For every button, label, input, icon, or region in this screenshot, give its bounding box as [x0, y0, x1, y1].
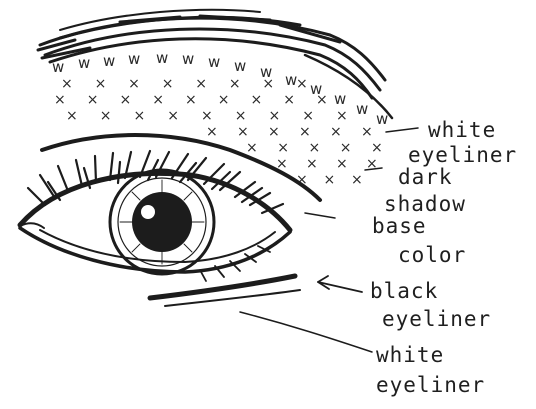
dark-shadow-mark: ×: [218, 92, 230, 108]
dark-shadow-mark: ×: [61, 76, 73, 92]
label-text: black: [370, 279, 438, 303]
black-eyeliner-stroke: [150, 276, 295, 298]
white-eyeliner-mark: w: [128, 50, 140, 68]
label-black-eyeliner: black eyeliner: [370, 279, 491, 331]
pointer-white-top: [386, 128, 418, 132]
pupil-highlight: [141, 205, 155, 219]
label-text: color: [398, 243, 466, 267]
label-base-color: base color: [372, 214, 466, 267]
label-text: base: [372, 214, 427, 238]
dark-shadow-mark: ×: [262, 76, 274, 92]
label-dark-shadow: dark shadow: [384, 165, 466, 216]
white-eyeliner-mark: w: [52, 58, 64, 76]
dark-shadow-mark: ×: [316, 92, 328, 108]
dark-shadow-mark: ×: [206, 124, 218, 140]
dark-shadow-mark: ×: [167, 108, 179, 124]
white-eyeliner-mark: w: [156, 49, 168, 67]
label-white-eyeliner-bottom: white eyeliner: [376, 343, 485, 397]
dark-shadow-mark: ×: [340, 140, 352, 156]
dark-shadow-mark: ×: [371, 140, 383, 156]
dark-shadow-mark: ×: [246, 140, 258, 156]
dark-shadow-mark: ×: [95, 76, 107, 92]
dark-shadow-mark: ×: [283, 92, 295, 108]
dark-shadow-mark: ×: [336, 108, 348, 124]
dark-shadow-mark: ×: [87, 92, 99, 108]
dark-shadow-mark: ×: [235, 108, 247, 124]
dark-shadow-mark: ×: [302, 108, 314, 124]
label-text: eyeliner: [382, 307, 491, 331]
dark-shadow-mark: ×: [306, 156, 318, 172]
white-eyeliner-mark: w: [376, 110, 388, 128]
label-text: eyeliner: [408, 143, 517, 167]
white-eyeliner-mark: w: [356, 100, 368, 118]
white-eyeliner-mark: w: [334, 90, 346, 108]
dark-shadow-mark: ×: [268, 124, 280, 140]
white-eyeliner-mark: w: [182, 50, 194, 68]
dark-shadow-mark: ×: [229, 76, 241, 92]
pupil: [132, 192, 192, 252]
label-white-eyeliner-top: white eyeliner: [408, 118, 517, 167]
dark-shadow-mark: ×: [251, 92, 263, 108]
dark-shadow-mark: ×: [54, 92, 66, 108]
pointer-white-bottom: [240, 312, 372, 352]
dark-shadow-mark: ×: [269, 108, 281, 124]
label-text: white: [376, 343, 444, 367]
label-text: shadow: [384, 192, 466, 216]
label-text: dark: [398, 165, 453, 189]
dark-shadow-mark: ×: [162, 76, 174, 92]
dark-shadow-mark: ×: [128, 76, 140, 92]
white-eyeliner-mark: w: [208, 53, 220, 71]
dark-shadow-mark: ×: [201, 108, 213, 124]
dark-shadow-mark: ×: [134, 108, 146, 124]
dark-shadow-mark: ×: [296, 76, 308, 92]
label-text: eyeliner: [376, 373, 485, 397]
dark-shadow-mark: ×: [309, 140, 321, 156]
dark-shadow-mark: ×: [324, 172, 336, 188]
dark-shadow-mark: ×: [237, 124, 249, 140]
dark-shadow-mark: ×: [185, 92, 197, 108]
dark-shadow-mark: ×: [330, 124, 342, 140]
white-eyeliner-mark: w: [234, 57, 246, 75]
dark-shadow-mark: ×: [361, 124, 373, 140]
white-eyeliner-mark: w: [78, 54, 90, 72]
dark-shadow-mark: ×: [152, 92, 164, 108]
dark-shadow-mark: ×: [299, 124, 311, 140]
dark-shadow-mark: ×: [277, 140, 289, 156]
white-eyeliner-mark: w: [103, 52, 115, 70]
dark-shadow-mark: ×: [336, 156, 348, 172]
dark-shadow-mark: ×: [195, 76, 207, 92]
dark-shadow-mark: ×: [66, 108, 78, 124]
label-text: white: [428, 118, 496, 142]
tear-duct: [20, 223, 44, 228]
dark-shadow-mark: ×: [351, 172, 363, 188]
dark-shadow-mark: ×: [100, 108, 112, 124]
pointer-base-color: [305, 213, 335, 218]
dark-shadow-mark: ×: [120, 92, 132, 108]
